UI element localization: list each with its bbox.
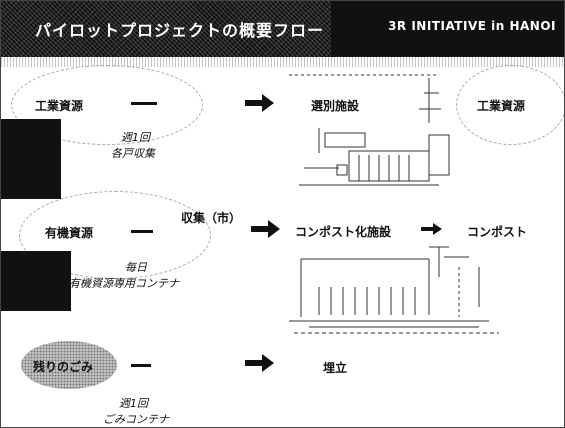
method-note-2: 有機資源専用コンテナ bbox=[69, 277, 179, 290]
arrow-right-icon bbox=[245, 354, 274, 372]
arrow-right-icon bbox=[421, 223, 442, 235]
method-note-3: ごみコンテナ bbox=[103, 413, 169, 426]
collection-photo-1 bbox=[1, 119, 61, 199]
source-label-organic: 有機資源 bbox=[45, 226, 94, 240]
source-oval-2 bbox=[19, 191, 211, 279]
sorting-facility-drawing bbox=[289, 74, 450, 186]
header-underline-band bbox=[1, 57, 564, 67]
arrow-right-icon bbox=[251, 220, 280, 238]
facility-label-sorting: 選別施設 bbox=[311, 99, 360, 113]
residual-waste-oval bbox=[21, 341, 117, 389]
product-label-compost: コンポスト bbox=[467, 225, 528, 239]
frequency-note-3: 週1回 bbox=[119, 397, 148, 410]
flow-dash-3 bbox=[131, 364, 151, 367]
source-label-industrial: 工業資源 bbox=[35, 99, 84, 113]
source-label-residual: 残りのごみ bbox=[33, 360, 94, 374]
frequency-note-1: 週1回 bbox=[121, 131, 150, 144]
flow-dash-2 bbox=[131, 230, 153, 233]
facility-label-landfill: 埋立 bbox=[323, 361, 348, 375]
collector-label: 収集（市） bbox=[181, 211, 242, 225]
method-note-1: 各戸収集 bbox=[111, 147, 155, 160]
compost-facility-drawing bbox=[289, 246, 499, 334]
collection-photo-2 bbox=[1, 251, 71, 311]
slide-subtitle: 3R INITIATIVE in HANOI bbox=[388, 19, 556, 33]
slide-title: パイロットプロジェクトの概要フロー bbox=[35, 21, 325, 40]
product-oval-1 bbox=[456, 65, 564, 145]
frequency-note-2: 毎日 bbox=[125, 261, 147, 274]
source-oval-1 bbox=[11, 65, 203, 145]
facility-label-composting: コンポスト化施設 bbox=[295, 225, 392, 239]
arrow-right-icon bbox=[245, 94, 274, 112]
header-pattern bbox=[1, 1, 331, 57]
flow-dash-1 bbox=[131, 102, 157, 105]
header-bar: パイロットプロジェクトの概要フロー 3R INITIATIVE in HANOI bbox=[1, 1, 564, 57]
product-label-industrial: 工業資源 bbox=[477, 99, 526, 113]
